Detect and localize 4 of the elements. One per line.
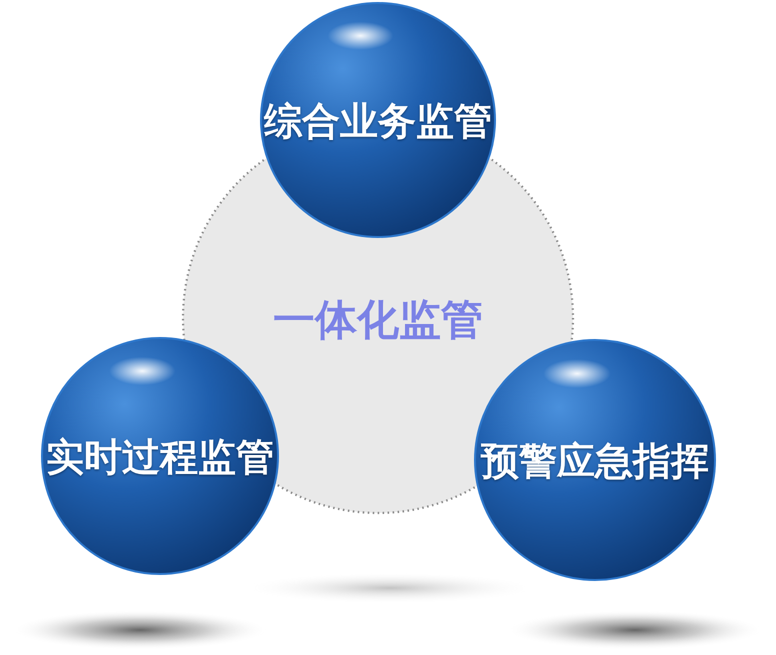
node-label: 综合业务监管 — [262, 98, 493, 146]
node-label: 实时过程监管 — [45, 434, 275, 482]
node-label: 预警应急指挥 — [480, 438, 710, 486]
node-label: 一体化监管 — [272, 294, 484, 346]
